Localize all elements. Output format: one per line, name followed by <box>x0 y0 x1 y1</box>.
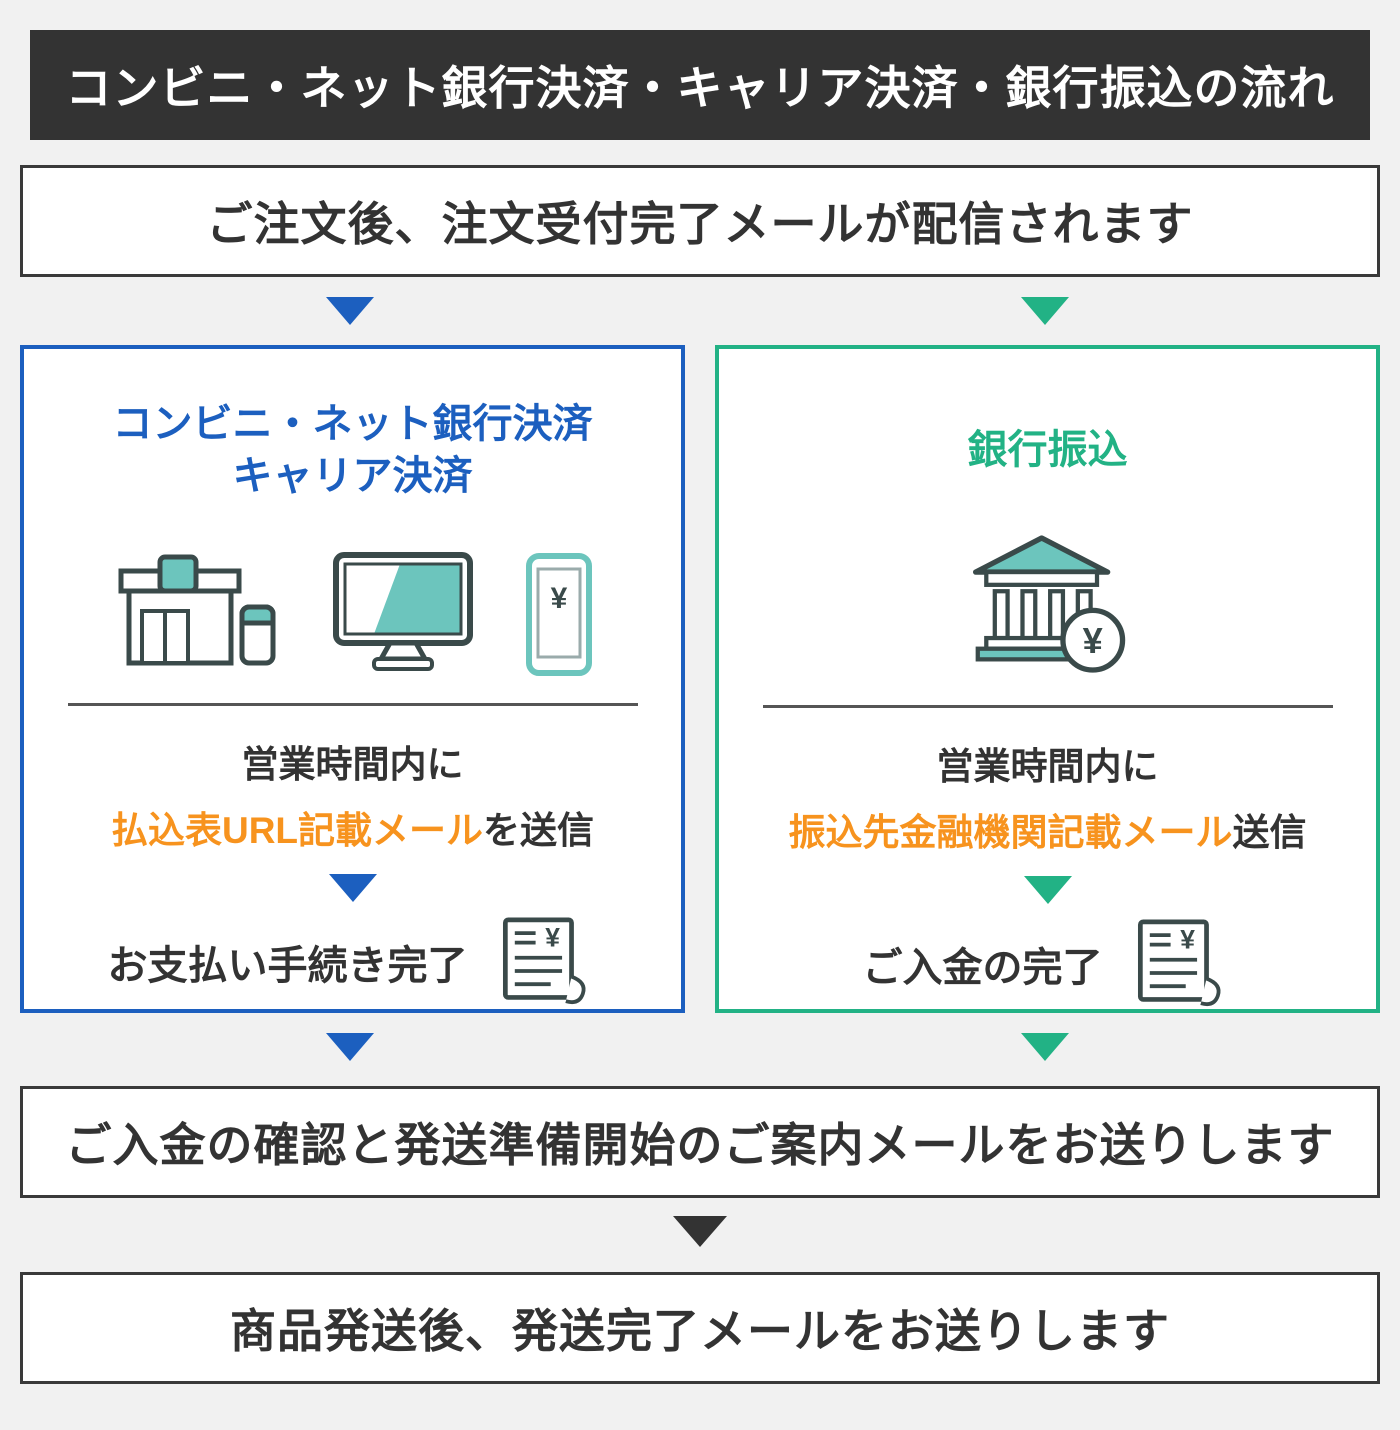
down-arrow-blue-icon <box>326 1033 374 1061</box>
receipt-yen-glyph: ¥ <box>1180 924 1195 954</box>
branch-arrows <box>20 297 1380 325</box>
down-arrow-green-icon <box>1021 297 1069 325</box>
smartphone-yen-glyph: ¥ <box>550 582 567 615</box>
right-hours-text: 営業時間内に <box>936 746 1159 787</box>
left-branch-icons: ¥ <box>112 529 594 677</box>
step-order-received: ご注文後、注文受付完了メールが配信されます <box>20 165 1380 277</box>
bank-icon: ¥ <box>972 535 1126 673</box>
left-mail-line: 払込表URL記載メールを送信 <box>111 800 594 854</box>
computer-monitor-icon <box>332 552 473 671</box>
down-arrow-green-icon <box>1023 876 1072 904</box>
merge-arrows <box>20 1033 1380 1061</box>
payment-branches: コンビニ・ネット銀行決済 キャリア決済 <box>20 345 1380 1013</box>
left-hours-text: 営業時間内に <box>241 744 464 785</box>
down-arrow-green-icon <box>1021 1033 1069 1061</box>
right-branch-icons: ¥ <box>965 529 1130 679</box>
branch-title-right: 銀行振込 <box>968 395 1128 505</box>
bank-yen-glyph: ¥ <box>1083 620 1103 661</box>
right-complete-text: ご入金の完了 <box>862 945 1103 990</box>
right-mail-suffix: 送信 <box>1232 812 1307 853</box>
receipt-yen-glyph: ¥ <box>545 922 560 952</box>
left-complete-row: お支払い手続き完了 ¥ <box>108 914 598 1009</box>
left-complete-text: お支払い手続き完了 <box>107 943 468 988</box>
receipt-icon: ¥ <box>1137 919 1220 1007</box>
branch-bank-transfer: 銀行振込 ¥ 営業時間内に <box>715 345 1380 1013</box>
smartphone-icon: ¥ <box>525 553 592 676</box>
branch-konbini-netbank-carrier: コンビニ・ネット銀行決済 キャリア決済 <box>20 345 685 1013</box>
right-mail-highlight: 振込先金融機関記載メール <box>788 812 1233 853</box>
receipt-icon: ¥ <box>502 917 585 1005</box>
branch-title-right-line1: 銀行振込 <box>967 428 1128 472</box>
right-mail-line: 振込先金融機関記載メール送信 <box>789 802 1307 856</box>
branch-title-left-line1: コンビニ・ネット銀行決済 <box>112 402 593 446</box>
step-payment-confirmed: ご入金の確認と発送準備開始のご案内メールをお送りします <box>20 1086 1380 1198</box>
left-divider <box>67 703 638 706</box>
left-mail-highlight: 払込表URL記載メール <box>110 810 484 851</box>
right-complete-row: ご入金の完了 ¥ <box>863 916 1233 1011</box>
step-shipped: 商品発送後、発送完了メールをお送りします <box>20 1272 1380 1384</box>
branch-title-left: コンビニ・ネット銀行決済 キャリア決済 <box>113 395 593 505</box>
payment-flow-diagram: コンビニ・ネット銀行決済・キャリア決済・銀行振込の流れ ご注文後、注文受付完了メ… <box>0 30 1400 1430</box>
branch-title-left-line2: キャリア決済 <box>232 454 473 498</box>
down-arrow-dark-icon <box>673 1216 727 1247</box>
down-arrow-blue-icon <box>328 874 377 902</box>
left-mail-suffix: を送信 <box>483 810 595 851</box>
page-title: コンビニ・ネット銀行決済・キャリア決済・銀行振込の流れ <box>30 30 1370 140</box>
convenience-store-icon <box>118 554 275 666</box>
right-divider <box>762 705 1333 708</box>
down-arrow-blue-icon <box>326 297 374 325</box>
